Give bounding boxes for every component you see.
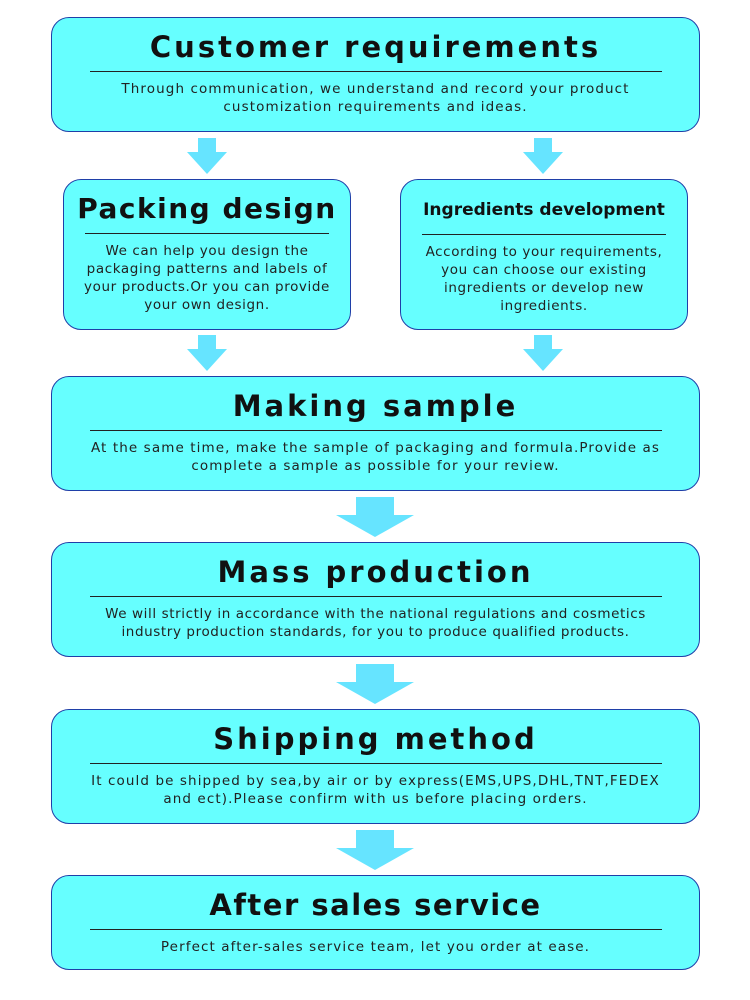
divider — [85, 233, 329, 234]
step-title: After sales service — [209, 888, 542, 922]
divider — [89, 71, 662, 72]
step-description: Through communication, we understand and… — [121, 81, 630, 115]
step-after-sales-service: After sales service Perfect after-sales … — [51, 875, 700, 970]
divider — [89, 596, 662, 597]
step-description: We can help you design the packaging pat… — [84, 243, 330, 313]
step-shipping-method: Shipping method It could be shipped by s… — [51, 709, 700, 824]
step-mass-production: Mass production We will strictly in acco… — [51, 542, 700, 657]
step-title: Mass production — [217, 555, 534, 589]
step-description: According to your requirements, you can … — [425, 244, 663, 314]
step-description: At the same time, make the sample of pac… — [90, 440, 661, 474]
step-title: Making sample — [232, 389, 519, 423]
step-packing-design: Packing design We can help you design th… — [63, 179, 351, 330]
step-title: Ingredients development — [423, 200, 665, 220]
divider — [89, 763, 662, 764]
step-title: Packing design — [77, 192, 337, 225]
divider — [422, 234, 666, 235]
step-description: Perfect after-sales service team, let yo… — [160, 939, 591, 955]
step-making-sample: Making sample At the same time, make the… — [51, 376, 700, 491]
step-customer-requirements: Customer requirements Through communicat… — [51, 17, 700, 132]
divider — [89, 929, 662, 930]
step-ingredients-development: Ingredients development According to you… — [400, 179, 688, 330]
divider — [89, 430, 662, 431]
step-title: Shipping method — [213, 722, 538, 756]
step-title: Customer requirements — [149, 30, 602, 64]
step-description: We will strictly in accordance with the … — [105, 606, 646, 640]
step-description: It could be shipped by sea,by air or by … — [91, 773, 660, 807]
